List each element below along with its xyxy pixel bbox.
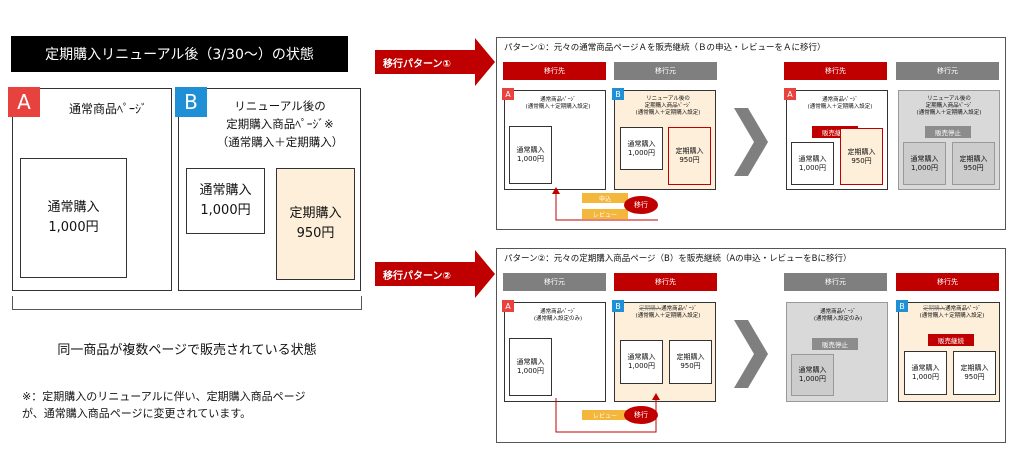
pattern2-title: パターン②：元々の定期購入商品ページ（B）を販売継続（Aの申込・レビューをBに移… — [504, 254, 852, 264]
p1-move-oval: 移行 — [624, 196, 658, 214]
p1-after-b-item1: 通常購入 1,000円 — [903, 142, 946, 185]
p1-a-item: 通常購入 1,000円 — [509, 126, 552, 184]
p2-after-b-title2: (通常購入＋定期購入設定) — [919, 313, 985, 319]
p1-after-b-stop: 販売停止 — [925, 126, 971, 138]
pattern1-title: パターン①：元々の通常商品ページＡを販売継続（Ｂの申込・レビューをＡに移行） — [504, 43, 826, 53]
arrow-pattern1-label: 移行パターン① — [383, 59, 451, 70]
p1-a-title: 通常商品ﾍﾟｰｼﾞ (通常購入＋定期購入設定) — [525, 97, 591, 110]
p1-migrate-path — [552, 187, 658, 221]
p1-after-b-title: リニューアル後の 定期購入商品ﾍﾟｰｼﾞ (通常購入＋定期購入設定) — [916, 95, 982, 116]
p1-after-hdr-dest: 移行先 — [784, 62, 887, 80]
p2-after-hdr-dest: 移行先 — [896, 273, 999, 291]
p1-after-badge-a: A — [784, 88, 796, 100]
p2-hdr-dest: 移行先 — [614, 273, 717, 291]
arrow-pattern2-label: 移行パターン② — [383, 271, 451, 282]
p1-page-b — [614, 90, 716, 190]
p2-hdr-src: 移行元 — [503, 273, 606, 291]
p2-after-a-item: 通常購入 1,000円 — [791, 354, 834, 396]
p1-hdr-src: 移行元 — [614, 62, 717, 80]
left-title: 定期購入リニューアル後（3/30～）の状態 — [11, 36, 348, 72]
p2-after-a-stop: 販売停止 — [812, 338, 858, 350]
p2-after-b-item2: 定期購入 950円 — [953, 351, 996, 395]
p1-b-item2: 定期購入 950円 — [668, 127, 711, 185]
p2-badge-a: A — [502, 300, 514, 312]
p2-tag-review: レビュー — [582, 410, 628, 420]
bracket — [12, 296, 362, 310]
p2-a-item: 通常購入 1,000円 — [509, 338, 552, 396]
p2-after-b-continue: 販売継続 — [928, 334, 974, 346]
page-b-title: リニューアル後の 定期購入商品ﾍﾟｰｼﾞ※ （通常購入＋定期購入） — [216, 99, 344, 149]
p2-after-b-title-strike: 定期購入 — [923, 306, 946, 312]
p2-a-title: 通常商品ﾍﾟｰｼﾞ (通常購入設定のみ) — [533, 309, 583, 322]
p2-after-b-title-rest: 通常商品ﾍﾟｰｼﾞ — [945, 306, 981, 312]
page-a-item: 通常購入 1,000円 — [20, 158, 127, 278]
p1-after-b-item2: 定期購入 950円 — [952, 142, 995, 185]
p1-b-title: リニューアル後の 定期購入商品ﾍﾟｰｼﾞ (通常購入＋定期購入設定) — [635, 95, 701, 116]
p1-tag-review: レビュー — [582, 209, 628, 219]
p2-after-badge-b: B — [896, 300, 908, 312]
footnote: ※：定期購入のリニューアルに伴い、定期購入商品ページ が、通常購入商品ページに変… — [22, 390, 306, 420]
arrow-pattern2 — [375, 250, 495, 298]
p2-after-b-title: 定期購入通常商品ﾍﾟｰｼﾞ (通常購入＋定期購入設定) — [906, 306, 998, 320]
p2-after-hdr-src: 移行元 — [784, 273, 887, 291]
badge-a: A — [8, 87, 40, 117]
badge-b: B — [175, 87, 207, 117]
p1-after-a-item2: 定期購入 950円 — [840, 128, 883, 185]
p2-b-title: 定期購入通常商品ﾍﾟｰｼﾞ (通常購入＋定期購入設定) — [622, 306, 714, 320]
page-b-item-normal: 通常購入 1,000円 — [186, 168, 265, 234]
p1-after-a-item1: 通常購入 1,000円 — [791, 142, 834, 185]
p1-badge-a: A — [502, 88, 514, 100]
p2-chevron — [734, 320, 768, 388]
p2-b-title2: (通常購入＋定期購入設定) — [635, 313, 701, 319]
p2-b-title-strike: 定期購入 — [639, 306, 662, 312]
caption: 同一商品が複数ページで販売されている状態 — [57, 343, 317, 358]
p2-b-title-rest: 通常商品ﾍﾟｰｼﾞ — [661, 306, 697, 312]
p1-hdr-dest: 移行先 — [503, 62, 606, 80]
p2-b-item2: 定期購入 950円 — [669, 340, 712, 384]
page-a-title: 通常商品ﾍﾟｰｼﾞ — [68, 101, 147, 116]
p2-b-item1: 通常購入 1,000円 — [620, 340, 663, 384]
p1-badge-b: B — [612, 88, 624, 100]
page-b-item-subscription: 定期購入 950円 — [276, 168, 355, 280]
p1-after-hdr-src: 移行元 — [896, 62, 999, 80]
p1-b-item1: 通常購入 1,000円 — [620, 127, 663, 170]
p1-tag-apply: 申込 — [582, 193, 628, 203]
p2-after-a-title: 通常商品ﾍﾟｰｼﾞ (通常購入設定のみ) — [813, 309, 863, 322]
p2-badge-b: B — [612, 300, 624, 312]
p2-move-oval: 移行 — [624, 406, 658, 424]
arrow-pattern1 — [375, 38, 495, 86]
p1-chevron — [734, 108, 768, 176]
p2-after-b-item1: 通常購入 1,000円 — [904, 351, 947, 395]
p1-after-a-title: 通常商品ﾍﾟｰｼﾞ (通常購入＋定期購入設定) — [807, 97, 873, 110]
